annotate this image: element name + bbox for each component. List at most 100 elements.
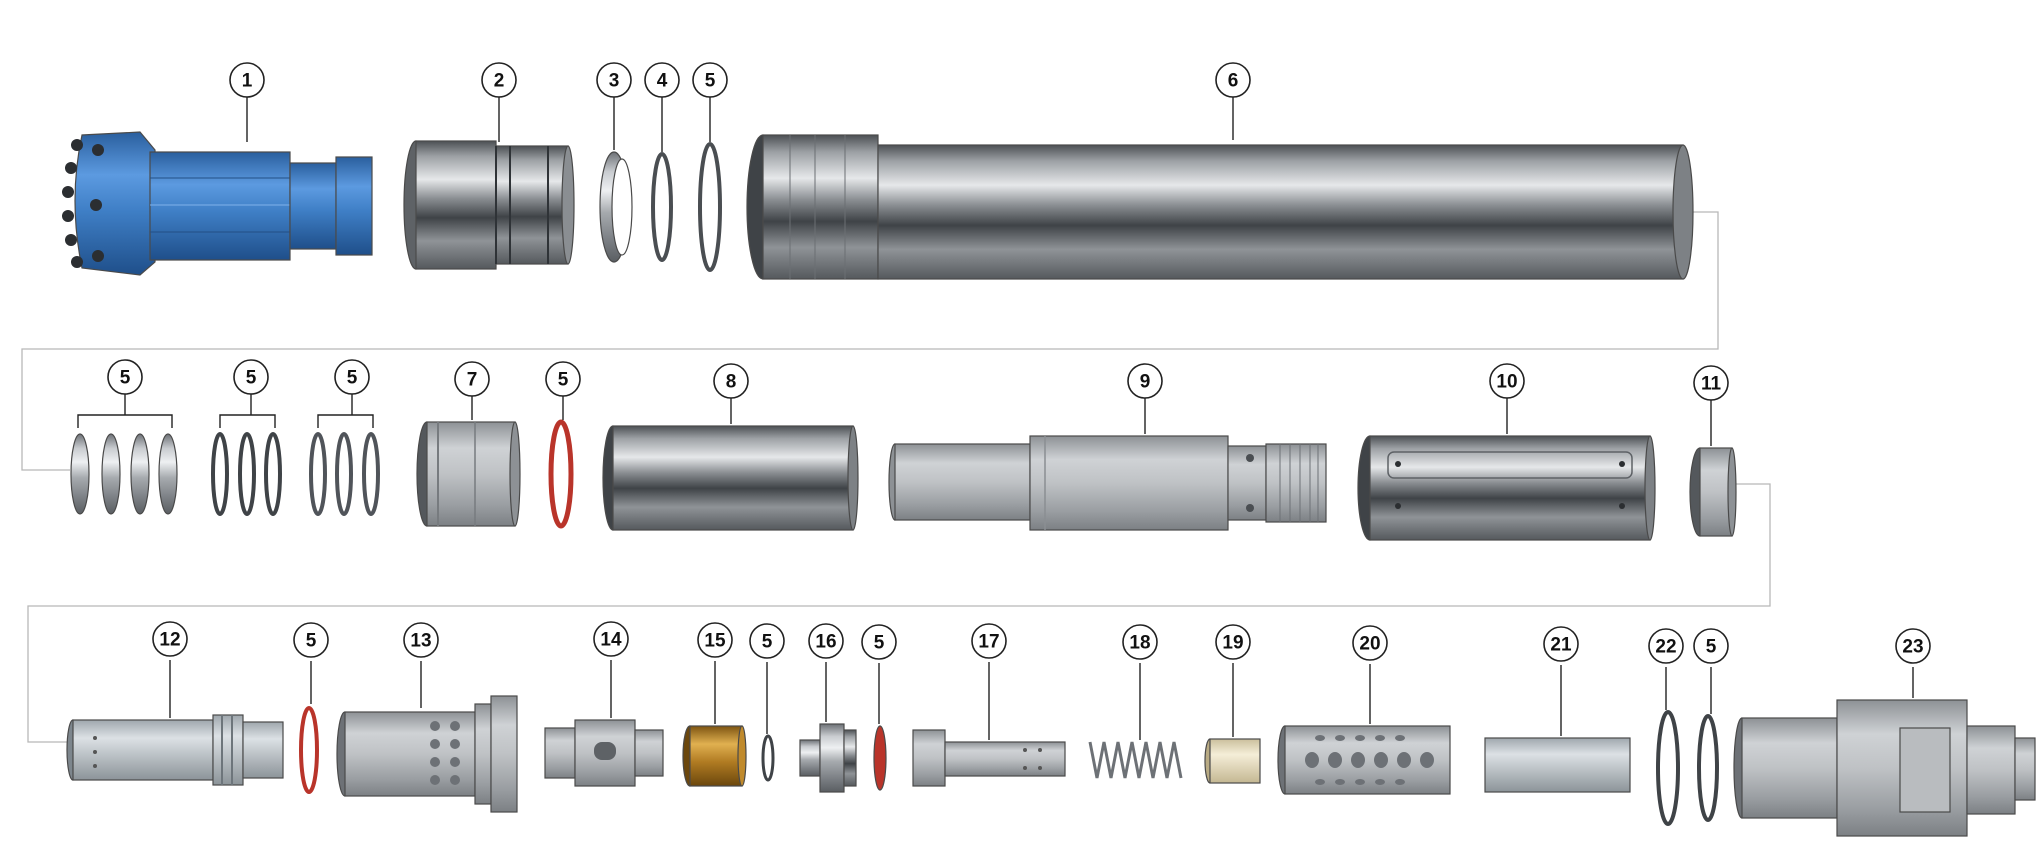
part-13-check-valve-body [336,695,518,813]
part-19-nylon-bushing [1204,738,1261,784]
leader-lines [77,97,1914,740]
callout-number: 23 [1902,637,1923,658]
callout-circle [152,621,188,657]
callout-number: 5 [874,633,885,654]
callout-circle [1693,628,1729,664]
callout-number: 10 [1496,372,1517,393]
callout-number: 5 [246,368,257,389]
callout-number: 22 [1655,637,1676,658]
part-22-o-ring [1656,710,1680,826]
callout-28: 21 [1543,626,1579,662]
callout-7: 5 [107,359,143,395]
callout-number: 5 [705,71,716,92]
part-21-sleeve [1484,737,1631,793]
callout-number: 16 [815,632,836,653]
callout-circle [1648,628,1684,664]
callout-13: 9 [1127,363,1163,399]
callout-4: 4 [644,62,680,98]
callout-number: 4 [657,71,668,92]
callout-8: 5 [233,359,269,395]
callout-number: 6 [1228,71,1239,92]
part-5-ring-set-c [309,432,380,516]
part-5-ring-set-b [211,432,282,516]
callout-number: 18 [1129,633,1150,654]
flow-line-row1-to-row2 [21,211,1719,471]
callout-26: 19 [1215,624,1251,660]
part-8-inner-cylinder [602,425,859,531]
part-7-bushing [416,421,521,527]
callout-number: 11 [1701,374,1722,395]
callout-2: 2 [481,62,517,98]
part-17-valve-stem [912,729,1066,787]
callout-circle [971,623,1007,659]
part-5-small-o-ring [761,734,775,782]
callout-30: 5 [1693,628,1729,664]
callout-circle [229,62,265,98]
part-4-o-ring [651,152,673,262]
callout-16: 12 [152,621,188,657]
callout-19: 14 [593,621,629,657]
callout-number: 17 [978,632,999,653]
callout-22: 16 [808,623,844,659]
callout-17: 5 [293,622,329,658]
flow-line-row2-to-row3 [27,483,1771,743]
callout-number: 13 [410,631,431,652]
part-15-brass-bushing [682,725,747,787]
part-5-red-o-ring [548,419,574,529]
callout-1: 1 [229,62,265,98]
part-12-foot-valve [66,714,284,786]
callout-27: 20 [1352,625,1388,661]
callout-number: 5 [120,368,131,389]
callout-circle [107,359,143,395]
part-5-red-o-ring-row3b [873,725,887,791]
part-11-guide-ring [1689,447,1737,537]
callout-12: 8 [713,363,749,399]
callout-circle [1352,625,1388,661]
callout-circle [692,62,728,98]
callout-number: 9 [1140,372,1151,393]
callout-circle [593,621,629,657]
callout-circle [596,62,632,98]
callout-circle [1122,624,1158,660]
callout-circle [644,62,680,98]
part-16-check-valve [799,723,857,793]
callout-6: 6 [1215,62,1251,98]
callout-circle [403,622,439,658]
callout-11: 5 [545,361,581,397]
callout-number: 21 [1550,635,1572,656]
callout-circle [334,359,370,395]
part-18-spring [1088,741,1183,779]
callout-circle [1489,363,1525,399]
callout-circle [861,624,897,660]
callout-circle [713,363,749,399]
callout-circle [808,623,844,659]
callout-number: 15 [704,631,726,652]
callout-number: 5 [306,631,317,652]
part-20-perforated-sleeve [1277,725,1451,795]
part-6-outer-casing [746,134,1694,280]
callout-circle [1215,624,1251,660]
part-3-retaining-ring [599,151,633,263]
callout-circle [749,623,785,659]
callout-5: 5 [692,62,728,98]
callout-number: 1 [242,71,253,92]
part-5-red-o-ring-row3a [299,706,319,794]
callout-10: 7 [454,361,490,397]
callout-circle [481,62,517,98]
callout-number: 12 [159,630,180,651]
part-23-top-sub [1733,699,2036,837]
callout-number: 2 [494,71,505,92]
callout-3: 3 [596,62,632,98]
part-5-o-ring-row3c [1697,714,1719,822]
callout-circle [1895,628,1931,664]
callout-number: 14 [600,630,622,651]
callout-23: 5 [861,624,897,660]
callout-number: 5 [558,370,569,391]
flow-lines [21,211,1771,743]
callout-number: 5 [762,632,773,653]
callout-circle [1127,363,1163,399]
callout-circle [233,359,269,395]
